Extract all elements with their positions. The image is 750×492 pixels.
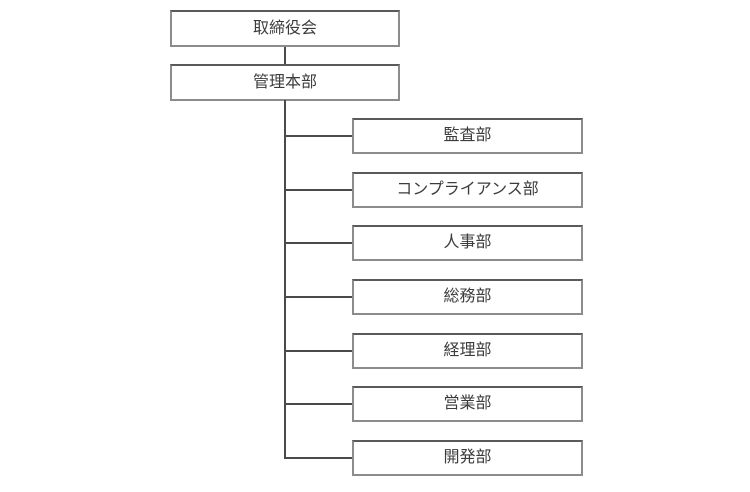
connector-branch-audit <box>284 135 352 137</box>
org-node-label: 監査部 <box>443 127 492 144</box>
connector-branch-sales <box>284 403 352 405</box>
connector-branch-general-affairs <box>284 296 352 298</box>
org-node-management-division: 管理本部 <box>170 64 400 101</box>
connector-branch-hr <box>284 242 352 244</box>
connector-branch-accounting <box>284 350 352 352</box>
org-node-development-department: 開発部 <box>352 440 583 476</box>
org-node-label: 取締役会 <box>252 19 317 37</box>
connector-trunk-line <box>284 100 286 459</box>
org-node-board-of-directors: 取締役会 <box>170 10 400 47</box>
org-node-sales-department: 営業部 <box>352 386 583 422</box>
org-node-label: 経理部 <box>443 342 492 359</box>
org-node-label: 人事部 <box>443 234 492 251</box>
org-node-general-affairs-department: 総務部 <box>352 279 583 315</box>
org-node-compliance-department: コンプライアンス部 <box>352 172 583 208</box>
connector-board-to-division <box>284 47 286 64</box>
org-node-label: 総務部 <box>443 288 492 305</box>
org-node-label: コンプライアンス部 <box>396 181 539 198</box>
org-node-audit-department: 監査部 <box>352 118 583 154</box>
connector-branch-development <box>284 457 352 459</box>
org-node-accounting-department: 経理部 <box>352 333 583 369</box>
org-node-label: 管理本部 <box>252 73 317 91</box>
org-node-hr-department: 人事部 <box>352 225 583 261</box>
connector-branch-compliance <box>284 189 352 191</box>
org-node-label: 開発部 <box>443 449 492 466</box>
org-node-label: 営業部 <box>443 395 492 412</box>
